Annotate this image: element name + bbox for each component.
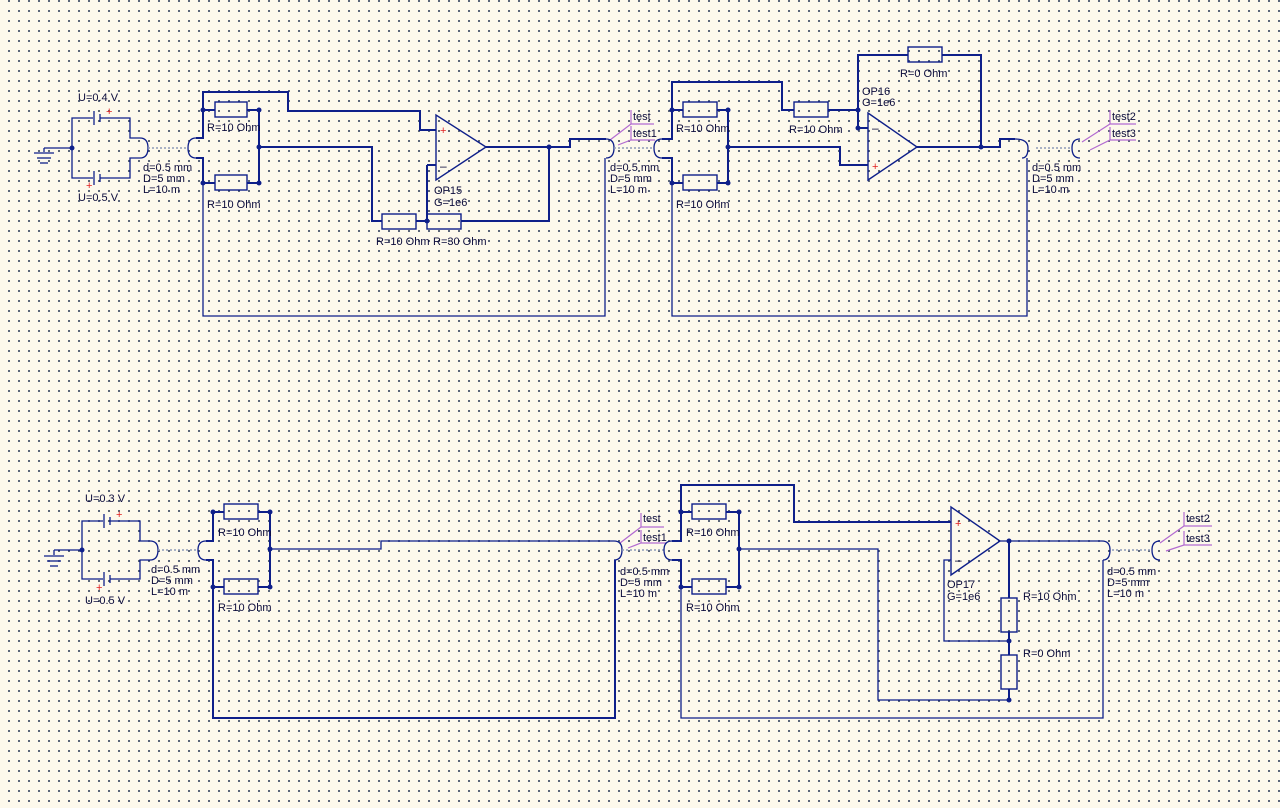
- svg-text:test2: test2: [1112, 111, 1136, 123]
- svg-text:test: test: [643, 513, 661, 525]
- resistor-r2-top[interactable]: [214, 174, 248, 191]
- svg-text:+: +: [116, 509, 122, 521]
- svg-text:R=10 Ohm: R=10 Ohm: [207, 122, 261, 134]
- dc-source-lower-top[interactable]: +: [71, 148, 140, 192]
- dc-source-upper-bottom[interactable]: +: [81, 509, 150, 550]
- svg-text:+: +: [106, 106, 112, 118]
- svg-text:G=1e6: G=1e6: [947, 591, 980, 603]
- svg-text:d=0.5 mm: d=0.5 mm: [1032, 162, 1081, 174]
- resistor-r1-top[interactable]: [214, 101, 248, 118]
- svg-text:d=0.5 mm: d=0.5 mm: [620, 566, 669, 578]
- svg-text:+: +: [440, 125, 446, 137]
- svg-text:d=0.5 mm: d=0.5 mm: [151, 564, 200, 576]
- svg-text:+: +: [96, 582, 102, 594]
- svg-text:test1: test1: [643, 532, 667, 544]
- svg-text:+: +: [872, 161, 878, 173]
- svg-text:R=10 Ohm: R=10 Ohm: [376, 236, 430, 248]
- resistor-r5-bottom[interactable]: [1000, 597, 1018, 633]
- svg-text:G=1e6: G=1e6: [434, 197, 467, 209]
- svg-text:d=0.5 mm: d=0.5 mm: [1107, 566, 1156, 578]
- svg-text:test3: test3: [1112, 128, 1136, 140]
- top-circuit: + + U=0.4 V U=0.5 V d=0.5 mm D=5 mm L=10…: [34, 46, 1136, 317]
- resistor-r3-bottom[interactable]: [691, 503, 727, 520]
- coax-line-3-top[interactable]: [1014, 138, 1081, 159]
- svg-text:–: –: [872, 121, 879, 135]
- svg-text:L=10 m: L=10 m: [620, 588, 657, 600]
- dc-source-lower-bottom[interactable]: +: [81, 550, 150, 594]
- svg-text:–: –: [955, 553, 962, 567]
- coax-line-1-bottom[interactable]: [149, 540, 207, 561]
- resistor-r5-top[interactable]: [682, 101, 718, 118]
- svg-text:+: +: [86, 180, 92, 192]
- resistor-r8-top[interactable]: [907, 46, 943, 63]
- svg-text:G=1e6: G=1e6: [862, 97, 895, 109]
- probe-test3-bottom[interactable]: [1165, 544, 1212, 552]
- svg-text:L=10 m: L=10 m: [151, 586, 188, 598]
- svg-text:OP16: OP16: [862, 86, 890, 98]
- dc-source-upper-top[interactable]: +: [71, 106, 140, 148]
- svg-text:D=5 mm: D=5 mm: [620, 577, 662, 589]
- svg-text:R=10 Ohm: R=10 Ohm: [789, 124, 843, 136]
- opamp-op15[interactable]: [435, 113, 488, 182]
- opamp-op17[interactable]: [950, 505, 1002, 577]
- svg-text:U=0.5 V: U=0.5 V: [85, 595, 126, 607]
- svg-text:L=10 m: L=10 m: [1032, 184, 1069, 196]
- source-lower-value-top: U=0.5 V: [78, 192, 119, 204]
- svg-text:R=10 Ohm: R=10 Ohm: [218, 602, 272, 614]
- bottom-circuit: + + U=0.3 V U=0.5 V d=0.5 mm D=5 mm L=10…: [44, 484, 1212, 719]
- resistor-r4-bottom[interactable]: [691, 578, 727, 595]
- resistor-r6-top[interactable]: [682, 174, 718, 191]
- svg-text:L=10 m: L=10 m: [1107, 588, 1144, 600]
- svg-text:D=5 mm: D=5 mm: [610, 173, 652, 185]
- svg-text:R=10 Ohm: R=10 Ohm: [676, 123, 730, 135]
- opamp-op16[interactable]: [867, 111, 919, 182]
- svg-text:d=0.5 mm: d=0.5 mm: [610, 162, 659, 174]
- resistor-r3-top[interactable]: [381, 213, 417, 230]
- svg-text:R=0 Ohm: R=0 Ohm: [1023, 648, 1070, 660]
- svg-text:D=5 mm: D=5 mm: [1107, 577, 1149, 589]
- svg-text:R=10 Ohm: R=10 Ohm: [686, 602, 740, 614]
- resistor-r2-bottom[interactable]: [223, 578, 259, 595]
- svg-text:R=10 Ohm: R=10 Ohm: [686, 527, 740, 539]
- coax-line-1-top[interactable]: [139, 137, 197, 159]
- svg-text:R=30 Ohm: R=30 Ohm: [433, 236, 487, 248]
- resistor-r4-top[interactable]: [426, 213, 462, 230]
- coax-line-3-bottom[interactable]: [1101, 540, 1161, 561]
- svg-text:OP17: OP17: [947, 579, 975, 591]
- resistor-r7-top[interactable]: [793, 101, 829, 118]
- svg-text:R=10 Ohm: R=10 Ohm: [676, 199, 730, 211]
- resistor-r6-bottom[interactable]: [1000, 654, 1018, 690]
- svg-text:–: –: [440, 159, 447, 173]
- svg-text:R=10 Ohm: R=10 Ohm: [207, 199, 261, 211]
- svg-text:L=10 m: L=10 m: [610, 184, 647, 196]
- ground-symbol-top[interactable]: [34, 147, 72, 164]
- svg-text:R=10 Ohm: R=10 Ohm: [218, 527, 272, 539]
- svg-text:U=0.3 V: U=0.3 V: [85, 493, 126, 505]
- svg-text:test3: test3: [1186, 533, 1210, 545]
- svg-text:d=0.5 mm: d=0.5 mm: [143, 162, 192, 174]
- resistor-r1-bottom[interactable]: [223, 503, 259, 520]
- svg-text:D=5 mm: D=5 mm: [151, 575, 193, 587]
- svg-text:test1: test1: [633, 128, 657, 140]
- coax-line-2-top[interactable]: [605, 138, 663, 159]
- svg-text:OP15: OP15: [434, 185, 462, 197]
- svg-text:D=5 mm: D=5 mm: [1032, 173, 1074, 185]
- svg-text:test2: test2: [1186, 513, 1210, 525]
- svg-text:D=5 mm: D=5 mm: [143, 173, 185, 185]
- svg-text:R=0 Ohm: R=0 Ohm: [900, 68, 947, 80]
- svg-text:test: test: [633, 111, 651, 123]
- source-upper-value-top: U=0.4 V: [78, 92, 119, 104]
- svg-text:L=10 m: L=10 m: [143, 184, 180, 196]
- ground-symbol-bottom[interactable]: [44, 549, 82, 567]
- coax-line-2-bottom[interactable]: [613, 540, 673, 561]
- probe-test3-top[interactable]: [1089, 139, 1136, 151]
- svg-text:+: +: [955, 518, 961, 530]
- svg-text:R=10 Ohm: R=10 Ohm: [1023, 591, 1077, 603]
- probe-test1-top[interactable]: [617, 139, 655, 146]
